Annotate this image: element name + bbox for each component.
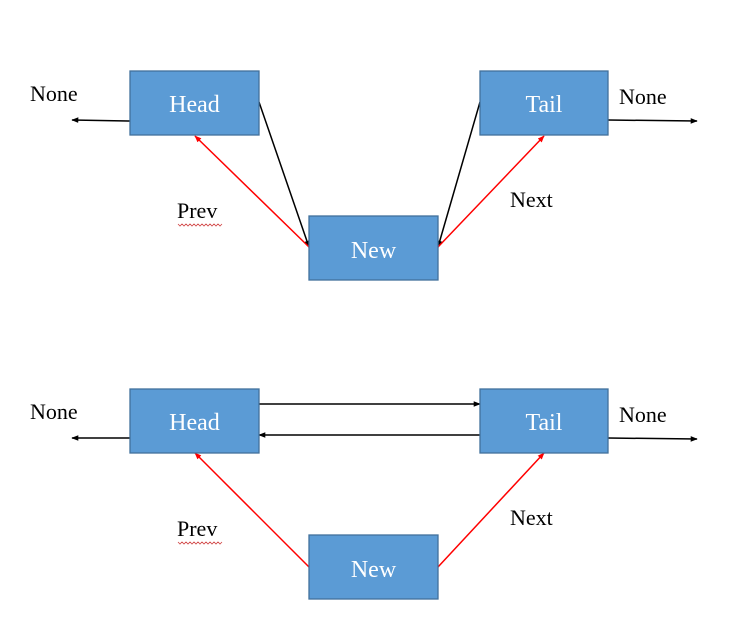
head-to-new-link [258, 101, 310, 248]
head-node-label: Head [169, 92, 220, 118]
left-none-label: None [30, 399, 78, 424]
head-node: Head [129, 388, 260, 454]
prev-label: Prev [177, 198, 217, 223]
head-node-label: Head [169, 410, 220, 436]
new-prev-pointer-arrow [194, 452, 310, 568]
tail-node: Tail [479, 70, 609, 136]
next-label: Next [510, 505, 553, 530]
new-node-label: New [351, 238, 397, 264]
diagram-after: Head Tail New None None Prev Next [30, 388, 698, 600]
new-node-label: New [351, 557, 397, 583]
head-node: Head [129, 70, 260, 136]
tail-node-label: Tail [526, 410, 563, 436]
tail-right-none-arrow [607, 118, 698, 124]
prev-spellcheck-squiggle [177, 223, 223, 227]
tail-right-none-arrow [607, 436, 698, 442]
diagram-before: Head Tail New None None Prev Next [30, 70, 698, 281]
tail-node-label: Tail [526, 92, 563, 118]
prev-spellcheck-squiggle [177, 541, 223, 545]
right-none-label: None [619, 84, 667, 109]
next-label: Next [510, 187, 553, 212]
new-node: New [308, 534, 439, 600]
new-node: New [308, 215, 439, 281]
new-next-pointer-arrow [437, 135, 545, 248]
new-prev-pointer-arrow [194, 135, 310, 248]
new-next-pointer-arrow [437, 452, 545, 568]
right-none-label: None [619, 402, 667, 427]
prev-label: Prev [177, 516, 217, 541]
tail-node: Tail [479, 388, 609, 454]
left-none-label: None [30, 81, 78, 106]
head-left-none-arrow [71, 117, 131, 123]
tail-to-new-link [437, 101, 481, 248]
